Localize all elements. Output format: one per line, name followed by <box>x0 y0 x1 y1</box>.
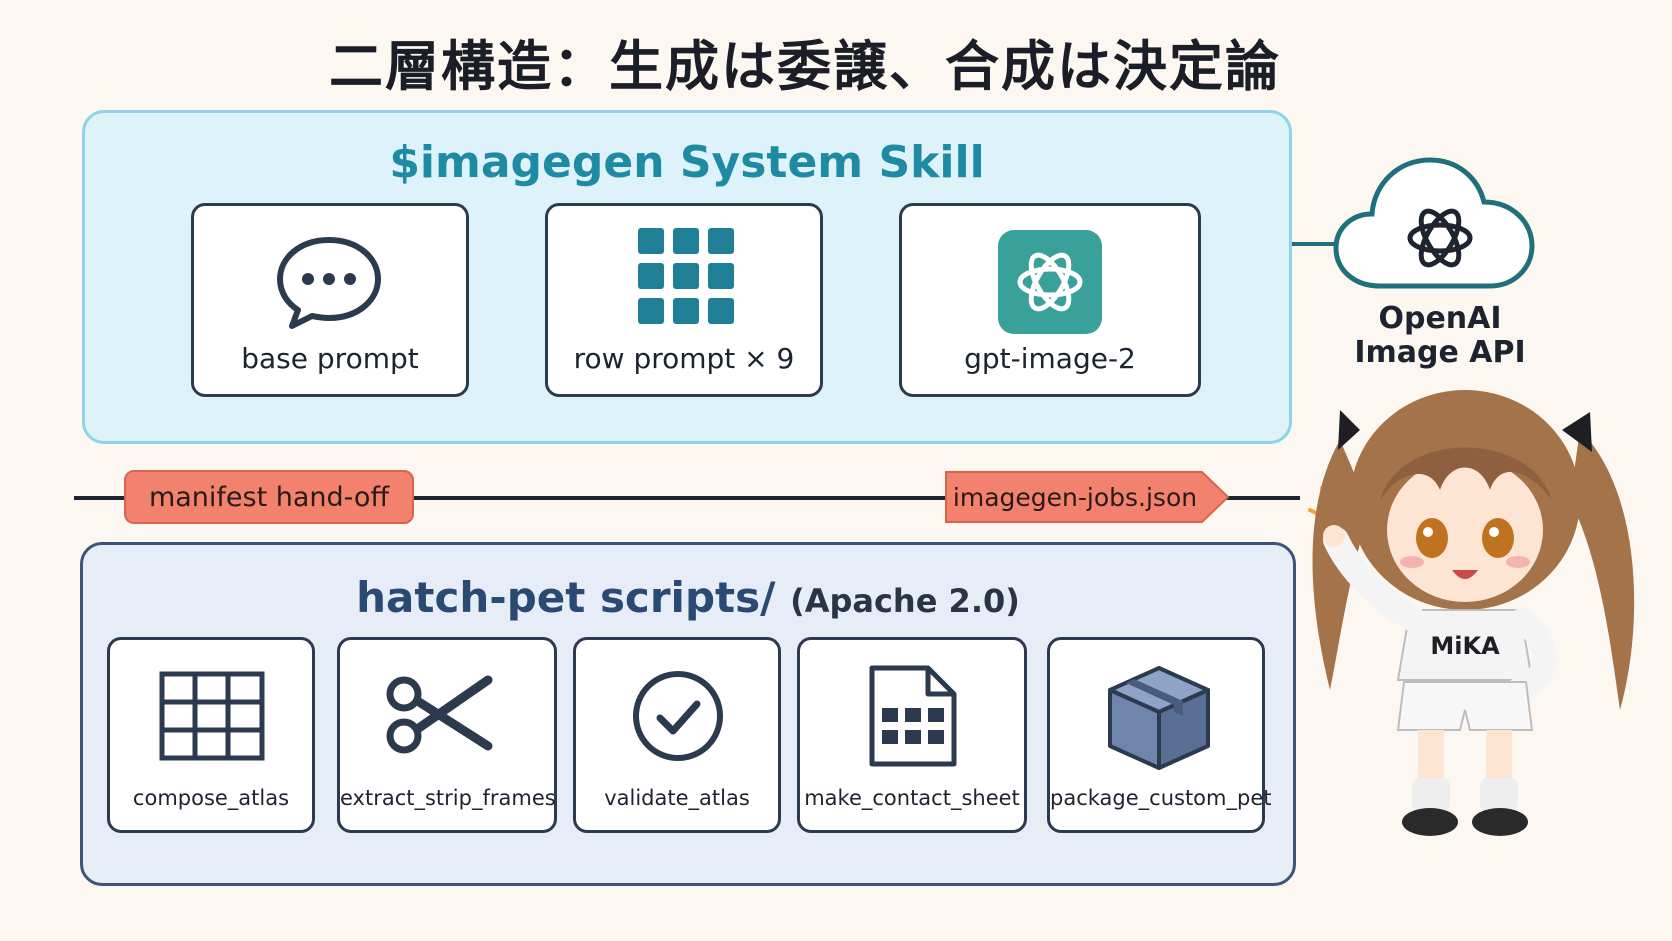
composition-panel: hatch-pet scripts/ (Apache 2.0) compose_… <box>80 542 1296 886</box>
api-connector-line <box>1292 242 1338 246</box>
script-card-package-custom-pet: package_custom_pet <box>1047 637 1272 833</box>
document-grid-icon <box>869 665 957 767</box>
scissors-icon <box>386 675 493 754</box>
composition-panel-title: hatch-pet scripts/ (Apache 2.0) <box>83 573 1293 622</box>
api-label: OpenAI Image API <box>1340 302 1540 370</box>
card-label: row prompt × 9 <box>573 342 795 375</box>
manifest-handoff-tag: manifest hand-off <box>124 470 414 524</box>
card-base-prompt: base prompt <box>191 203 469 397</box>
card-gpt-image: gpt-image-2 <box>899 203 1201 397</box>
cloud-openai-icon <box>1333 157 1535 289</box>
script-card-make-contact-sheet: make_contact_sheet <box>797 637 1027 833</box>
grid-3x3-icon <box>638 228 734 324</box>
generation-panel-title: $imagegen System Skill <box>389 137 985 188</box>
script-label: package_custom_pet <box>1050 786 1272 810</box>
speech-bubble-icon <box>277 237 381 329</box>
script-label: make_contact_sheet <box>804 786 1020 810</box>
script-label: extract_strip_frames <box>340 786 556 810</box>
mascot-character-illustration: MiKA <box>1308 390 1635 836</box>
openai-logo-icon <box>998 230 1102 334</box>
package-box-icon <box>1108 666 1210 770</box>
table-grid-icon <box>159 671 265 761</box>
script-label: validate_atlas <box>604 786 750 810</box>
api-label-line1: OpenAI <box>1378 301 1502 336</box>
imagegen-jobs-label: imagegen-jobs.json <box>952 482 1198 512</box>
handoff-line <box>74 496 1300 500</box>
script-card-compose-atlas: compose_atlas <box>107 637 315 833</box>
composition-title-main: hatch-pet scripts/ <box>356 573 776 622</box>
check-circle-icon <box>633 671 723 761</box>
card-label: gpt-image-2 <box>964 342 1136 375</box>
page-title: 二層構造：生成は委譲、合成は決定論 <box>329 35 1281 98</box>
mascot-shirt-text: MiKA <box>1430 632 1500 660</box>
script-card-validate-atlas: validate_atlas <box>573 637 781 833</box>
imagegen-jobs-tag: imagegen-jobs.json <box>944 470 1230 524</box>
composition-license: (Apache 2.0) <box>790 582 1020 620</box>
script-card-extract-strip-frames: extract_strip_frames <box>337 637 557 833</box>
api-label-line2: Image API <box>1354 335 1526 370</box>
card-row-prompt: row prompt × 9 <box>545 203 823 397</box>
script-label: compose_atlas <box>132 786 290 810</box>
card-label: base prompt <box>241 342 419 375</box>
arrow-tag-shape <box>945 471 1230 523</box>
generation-panel: $imagegen System Skill base prompt row p… <box>82 110 1292 444</box>
